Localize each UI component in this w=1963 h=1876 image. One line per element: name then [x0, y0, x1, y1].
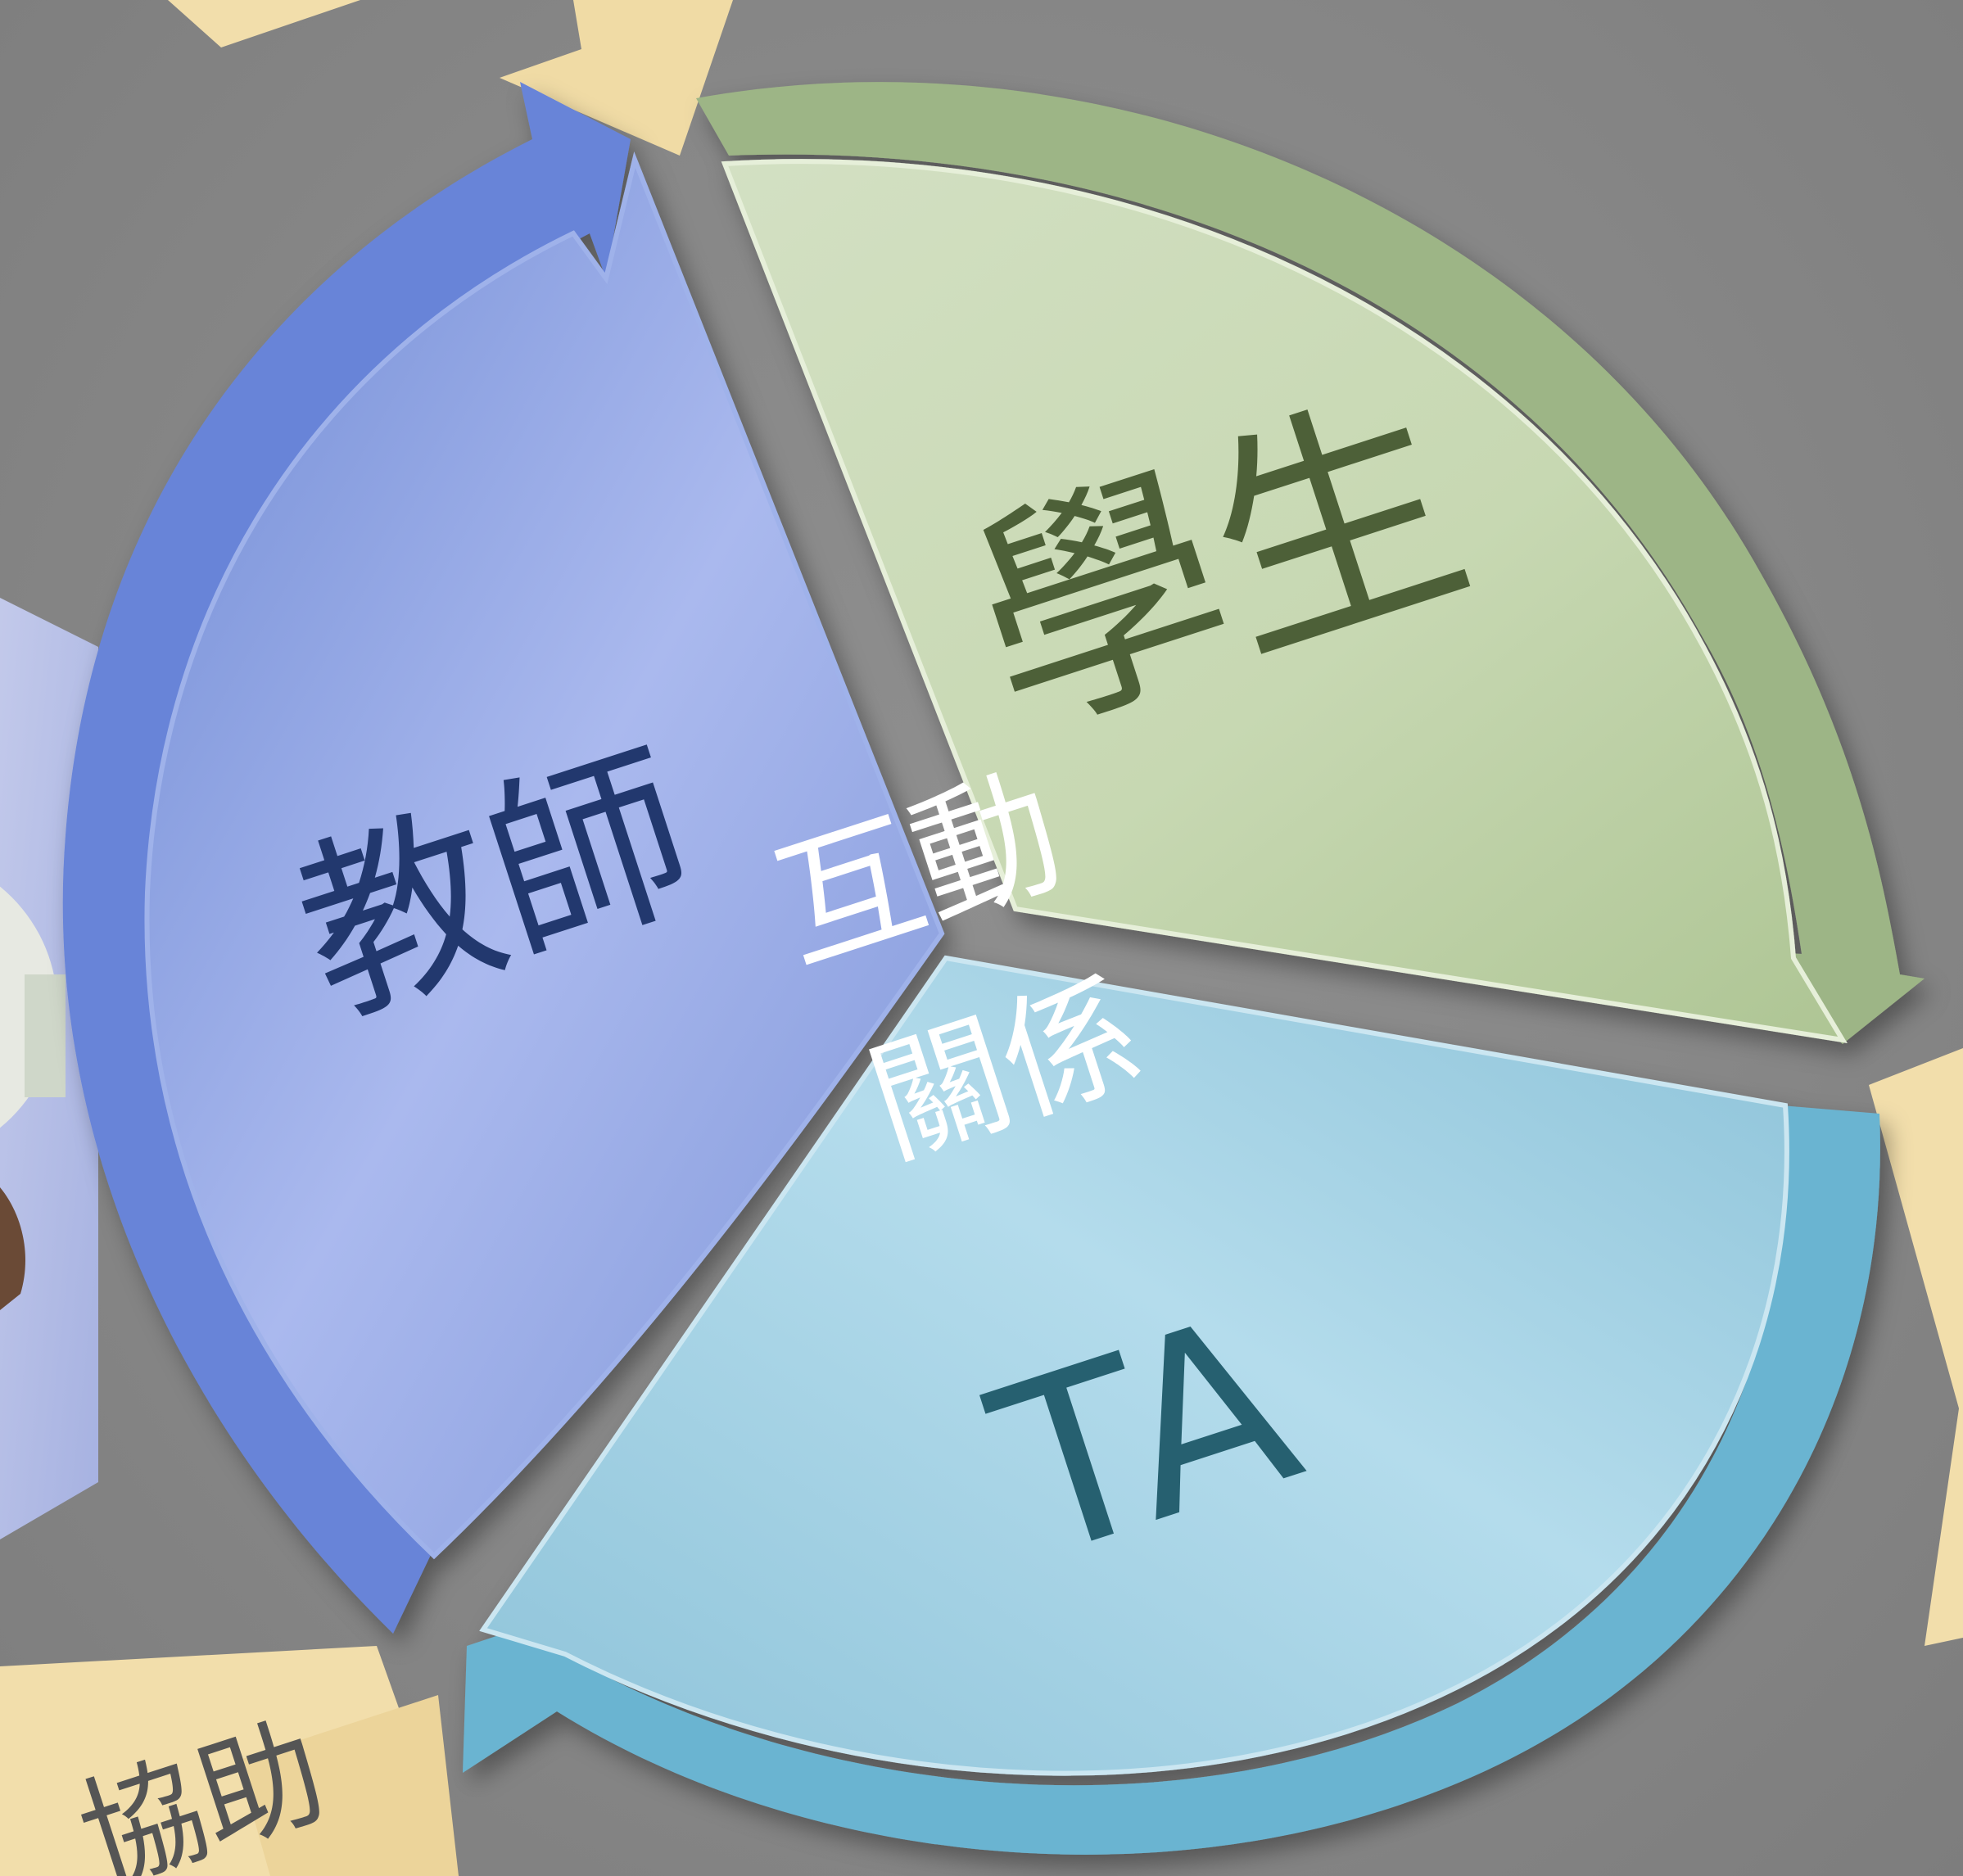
- note-arrow-bottom: [237, 1695, 459, 1876]
- ta-ring-arrow: [463, 1105, 1880, 1855]
- segment-student: 學生: [696, 82, 1925, 1045]
- teacher-ring-arrow: [62, 82, 631, 1634]
- segment-ta: TA: [463, 955, 1880, 1855]
- teacher-body: [144, 151, 945, 1560]
- student-body: [721, 159, 1848, 1043]
- student-ring-arrow: [696, 82, 1925, 1045]
- ta-body: [479, 955, 1789, 1776]
- note-top: [500, 0, 733, 156]
- note-right: [1869, 1048, 1963, 1646]
- note-top-left: [168, 0, 360, 47]
- segment-teacher: 教師: [62, 82, 945, 1634]
